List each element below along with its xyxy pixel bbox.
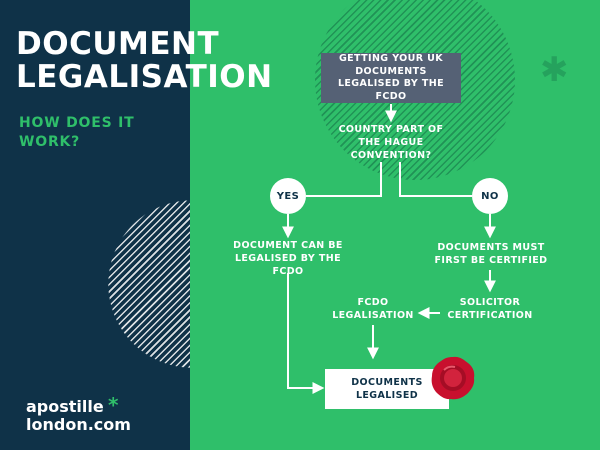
yes-badge: YES (270, 178, 306, 214)
question-line: THE HAGUE (358, 137, 424, 148)
fcdo-legalisation-node: FCDO LEGALISATION (325, 296, 421, 322)
yes-result-line: LEGALISED BY THE (234, 253, 342, 264)
fcdo-line: FCDO (357, 297, 389, 308)
title-line-2: LEGALISATION (16, 59, 273, 95)
title-line-1: DOCUMENT (16, 26, 220, 62)
logo-line-1: apostille (26, 397, 104, 416)
no-result-line: DOCUMENTS MUST (437, 242, 545, 253)
start-node: GETTING YOUR UK DOCUMENTS LEGALISED BY T… (321, 53, 461, 103)
start-line: LEGALISED BY THE (337, 78, 445, 89)
fcdo-line: LEGALISATION (332, 310, 414, 321)
question-line: COUNTRY PART OF (338, 124, 444, 135)
no-result-line: FIRST BE CERTIFIED (434, 255, 548, 266)
start-line: DOCUMENTS (355, 65, 427, 77)
logo-line-2: london.com (26, 415, 131, 434)
left-decoration-clip (0, 0, 190, 450)
question-node: COUNTRY PART OF THE HAGUE CONVENTION? (326, 123, 456, 162)
no-badge: NO (472, 178, 508, 214)
final-line: LEGALISED (355, 390, 419, 401)
question-line: CONVENTION? (350, 150, 432, 161)
final-line: DOCUMENTS (351, 377, 423, 388)
subtitle-line-1: HOW DOES IT (19, 115, 135, 131)
connector-yes-result-to-final (287, 273, 325, 394)
no-result-node: DOCUMENTS MUST FIRST BE CERTIFIED (430, 241, 552, 267)
asterisk-icon: ✱ (540, 50, 569, 90)
connector-question-to-yes (306, 162, 382, 197)
logo: apostille london.com (26, 398, 131, 434)
wax-seal-icon (431, 356, 475, 400)
yes-result-node: DOCUMENT CAN BE LEGALISED BY THE FCDO (223, 239, 353, 278)
subtitle-line-2: WORK? (19, 134, 81, 150)
yes-result-line: FCDO (272, 266, 304, 277)
solicitor-line: SOLICITOR (459, 297, 521, 308)
solicitor-line: CERTIFICATION (447, 310, 533, 321)
start-line: FCDO (375, 90, 407, 102)
start-line: GETTING YOUR UK (338, 53, 444, 64)
final-node: DOCUMENTS LEGALISED (325, 369, 449, 409)
yes-result-line: DOCUMENT CAN BE (233, 240, 343, 251)
connector-question-to-no (399, 162, 472, 197)
logo-asterisk: * (108, 393, 119, 417)
solicitor-node: SOLICITOR CERTIFICATION (440, 296, 540, 322)
page-title: DOCUMENT LEGALISATION (16, 28, 273, 94)
page-subtitle: HOW DOES IT WORK? (19, 114, 135, 152)
